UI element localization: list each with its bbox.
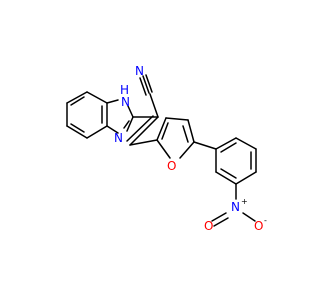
nitro-group-bonds (211, 183, 256, 227)
benzimidazole-n-label: N (114, 131, 123, 145)
nitrophenyl-ring (215, 137, 257, 185)
furan-phenyl-bond (193, 141, 217, 150)
structure-canvas: N H N N O N + O O - (66, 64, 267, 233)
benzene-ring-left (66, 91, 108, 139)
nitro-o-top-label: O (204, 219, 213, 233)
acrylonitrile-chain (126, 74, 159, 146)
benzimidazole-nh-n-label: N (121, 95, 130, 109)
nitrile-n-label: N (135, 64, 144, 78)
furan-ring (156, 117, 195, 159)
benzimidazole-nh-h-label: H (120, 83, 129, 97)
furan-o-label: O (167, 159, 176, 173)
nitro-n-label: N (231, 200, 240, 214)
nitro-plus-charge: + (241, 197, 248, 206)
nitro-o-bottom-label: O (254, 219, 263, 233)
nitro-o-minus-charge: - (264, 216, 267, 225)
imidazole-ring (106, 99, 134, 134)
molecule-diagram: N H N N O N + O O - (66, 64, 267, 233)
